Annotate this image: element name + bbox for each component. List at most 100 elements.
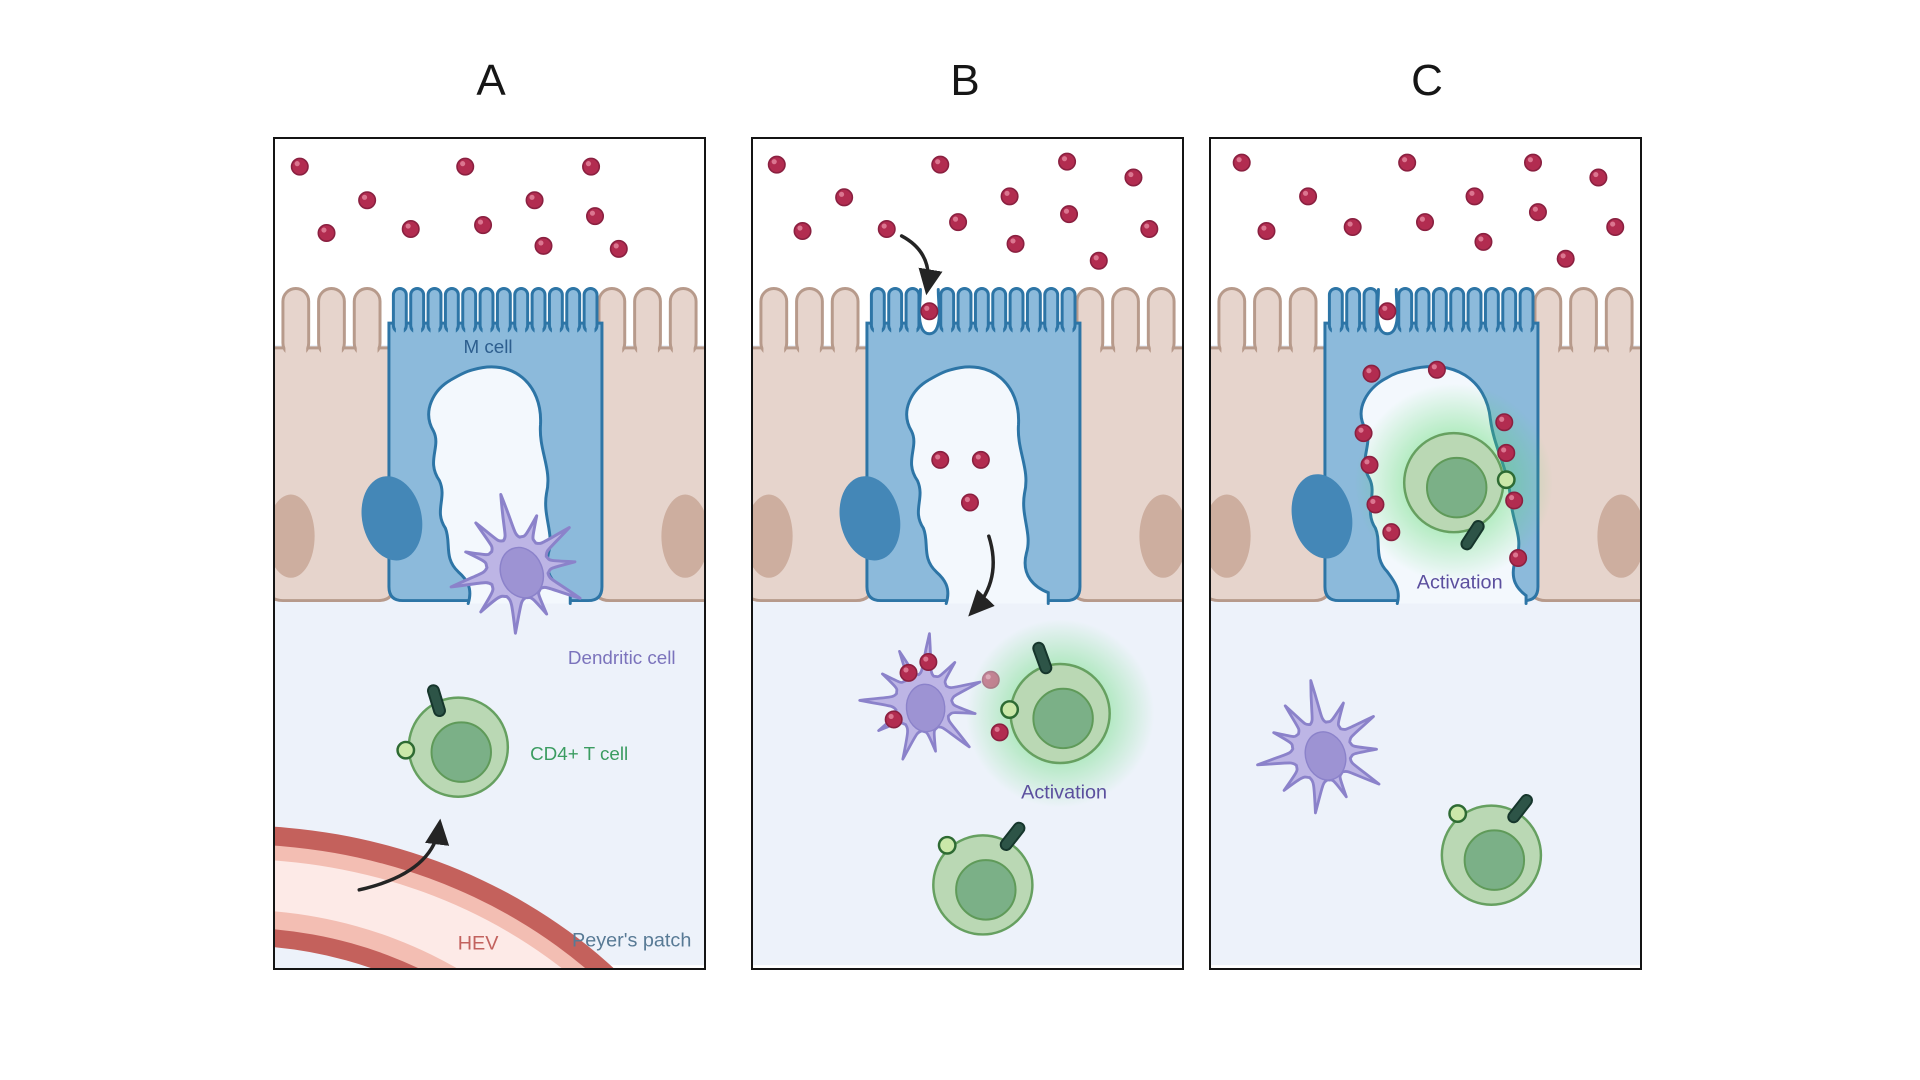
- antigen-particle: [835, 188, 854, 207]
- microvilli: [869, 286, 1077, 338]
- antigen-particle: [981, 670, 1000, 689]
- antigen-particle: [1606, 218, 1625, 237]
- enterocyte-left: [1211, 286, 1332, 603]
- activation-label: Activation: [1417, 572, 1503, 594]
- antigen-particle: [1299, 187, 1318, 206]
- antigen-particle: [1505, 491, 1524, 510]
- tcr-icon: [1032, 641, 1053, 675]
- antigen-particle: [1382, 523, 1401, 542]
- antigen-particle: [1427, 360, 1446, 379]
- antigen-particle: [920, 302, 939, 321]
- panel-a-illustration: M cell Dendritic cell CD4+ T cell HEV Pe…: [275, 157, 704, 968]
- release-arrow-icon: [968, 534, 995, 617]
- enterocyte-right: [1070, 286, 1182, 603]
- activated-cd4-t-cell: [1402, 431, 1516, 551]
- dendritic-cell: [858, 632, 982, 761]
- antigen-particle: [358, 191, 377, 210]
- antigen-particle: [1343, 218, 1362, 237]
- antigen-particles: [290, 157, 628, 258]
- antigen-particle: [586, 207, 605, 226]
- antigen-particle: [1415, 213, 1435, 232]
- antigen-particles: [1232, 153, 1625, 268]
- panel-b: Activation: [751, 137, 1184, 970]
- microvilli: [1327, 286, 1535, 338]
- antigen-particle: [1000, 187, 1019, 206]
- hev-label: HEV: [458, 932, 500, 954]
- antigen-particle: [960, 493, 979, 512]
- antigen-particle: [990, 723, 1009, 742]
- antigen-particle: [1378, 302, 1397, 321]
- antigen-particle: [1366, 495, 1385, 514]
- antigen-particle: [931, 155, 950, 174]
- peyers-patch-label: Peyer's patch: [572, 929, 691, 951]
- dendritic-cell-label: Dendritic cell: [568, 647, 676, 668]
- antigen-in-dip: [920, 302, 939, 321]
- antigen-particle: [1474, 232, 1493, 251]
- activated-cd4-t-cell: [1000, 641, 1111, 765]
- m-cell-pocket: [906, 366, 1049, 604]
- antigen-particle: [793, 221, 812, 241]
- panel-b-illustration: Activation: [753, 152, 1182, 966]
- antigen-particle: [1089, 251, 1108, 270]
- villi-left: [1217, 286, 1318, 361]
- m-cell-label: M cell: [463, 336, 512, 357]
- naive-cd4-t-cell: [932, 821, 1034, 936]
- uptake-arrow-icon: [899, 234, 943, 296]
- antigen-particle: [1589, 168, 1608, 187]
- panel-letter-b: B: [950, 56, 980, 105]
- antigen-in-dip: [1378, 302, 1397, 321]
- antigen-particle: [401, 220, 420, 239]
- antigen-particle: [474, 216, 493, 235]
- villi-right: [1533, 286, 1634, 361]
- enterocyte-right: [592, 286, 704, 603]
- m-cell-nucleus: [1291, 474, 1353, 559]
- antigen-particle: [1058, 152, 1077, 171]
- naive-cd4-t-cell: [1440, 793, 1543, 906]
- enterocyte-right: [1528, 286, 1640, 603]
- antigen-particle: [1354, 424, 1373, 443]
- hev-vessel: [275, 826, 614, 968]
- panel-c-illustration: Activation: [1211, 153, 1640, 966]
- villi-right: [1075, 286, 1176, 361]
- microvilli: [391, 286, 599, 338]
- enterocyte-left: [753, 286, 874, 603]
- tcr-icon: [1460, 520, 1485, 551]
- antigen-particle: [971, 450, 990, 469]
- antigen-particle: [1360, 455, 1379, 474]
- dendritic-cell: [1256, 679, 1381, 815]
- m-cell: [839, 286, 1082, 606]
- antigen-particle: [1497, 443, 1516, 462]
- enterocyte-left: [275, 286, 396, 603]
- activation-label: Activation: [1021, 782, 1107, 804]
- antigen-particle: [1257, 221, 1276, 241]
- antigen-particle: [456, 157, 475, 176]
- villi-right: [597, 286, 698, 361]
- villi-left: [281, 286, 382, 361]
- antigen-particle: [949, 213, 968, 232]
- antigen-particle: [1523, 153, 1543, 172]
- antigen-particle: [1060, 205, 1079, 224]
- panel-letter-c: C: [1411, 56, 1443, 105]
- antigen-particle: [899, 663, 918, 682]
- cd4-t-cell-label: CD4+ T cell: [530, 743, 628, 764]
- antigen-particle: [1509, 548, 1528, 567]
- tcr-icon: [999, 821, 1026, 852]
- antigen-particle: [1528, 203, 1547, 222]
- coreceptor-icon: [1000, 700, 1020, 720]
- antigen-particle: [1398, 153, 1417, 172]
- antigen-particle: [1465, 187, 1484, 206]
- dendritic-cell: [449, 493, 582, 635]
- antigen-particle: [1006, 234, 1025, 253]
- antigen-particle: [609, 239, 628, 258]
- panel-a: M cell Dendritic cell CD4+ T cell HEV Pe…: [273, 137, 706, 970]
- antigen-particle: [884, 710, 903, 729]
- m-cell-nucleus: [361, 476, 423, 561]
- cd4-t-cell: [396, 684, 510, 798]
- m-cell-nucleus: [839, 476, 901, 561]
- antigen-particle: [317, 223, 336, 243]
- tcr-icon: [1507, 793, 1533, 824]
- antigen-particle: [919, 652, 938, 672]
- antigen-particle: [767, 155, 786, 174]
- coreceptor-icon: [1448, 804, 1468, 824]
- tcr-icon: [427, 684, 446, 718]
